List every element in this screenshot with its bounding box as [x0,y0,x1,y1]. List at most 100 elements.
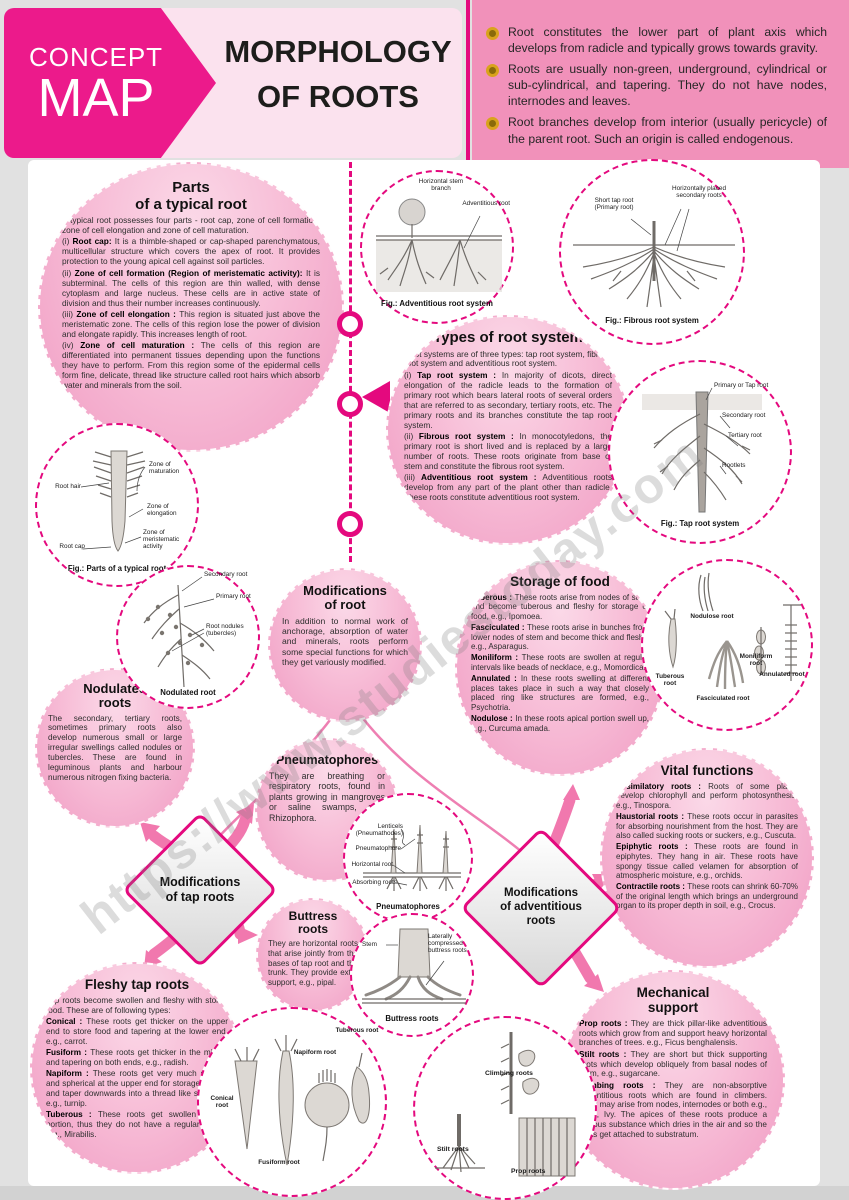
figure-label: Laterally compressed buttress roots [428,933,467,955]
bubble-modifications-of-root: Modifications of root In addition to nor… [268,568,422,722]
figure-label: Fasciculated root [696,695,750,702]
bubble-title: Storage of food [510,574,610,589]
bubble-types-of-root-system: Types of root system Root systems are of… [386,315,630,545]
text-paragraph: Napiform : These roots get very much swo… [46,1069,228,1108]
bubble-title: Mechanical support [636,985,710,1015]
figure-label: Absorbing roots [352,879,397,886]
text-paragraph: Nodulose : In these roots apical portion… [471,713,649,733]
text-paragraph: Tuberous : These roots get swollen in an… [46,1110,229,1139]
text-paragraph: Contractile roots : These roots can shri… [616,882,798,911]
figure-caption: Fig.: Adventitious root system [381,299,493,308]
figure-label: Short tap root (Primary root) [594,197,634,212]
text-paragraph: Fasciculated : These roots arise in bunc… [471,623,649,652]
center-dashed-line [349,162,352,562]
text-paragraph: (iv) Zone of cell maturation : The cells… [62,340,320,391]
figure-label: Napiform root [293,1049,337,1056]
figure-label: Root cap [59,543,85,550]
figure-caption: Fig.: Fibrous root system [605,316,699,325]
bubble-title: Pneumatophores [275,753,379,767]
bullet-text: Roots are usually non-green, underground… [508,62,827,109]
figure-label: Zone of maturation [149,461,180,476]
bullet-icon [486,64,499,78]
intro-bullet: Root branches develop from interior (usu… [486,114,827,146]
page-title: MORPHOLOGY OF ROOTS [224,34,452,114]
diamond-label: Modifications of adventitious roots [500,887,582,927]
root-sketch [143,576,215,688]
root-sketch [362,928,466,1004]
figure-label: Tertiary root [728,432,762,439]
text-paragraph: Fusiform : These roots get thicker in th… [46,1048,228,1067]
text-paragraph: (iii) Zone of cell elongation : This reg… [62,309,320,339]
figure-label: Rootlets [722,462,746,469]
bubble-body: The secondary, tertiary roots, sometimes… [48,713,182,782]
figure-caption: Nodulated root [160,688,216,697]
bullet-text: Root branches develop from interior (usu… [508,115,827,146]
root-sketch [80,450,146,552]
figure-label: Horizontally placed secondary roots [672,185,726,200]
connector-node [337,311,363,337]
text-paragraph: Stilt roots : They are short but thick s… [579,1049,767,1079]
text-paragraph: A typical root possesses four parts - ro… [62,215,320,235]
root-sketch [234,1035,370,1166]
bubble-title: Buttress roots [288,909,338,937]
root-sketch [642,387,762,513]
bullet-icon [486,27,499,40]
figure-caption: Buttress roots [385,1014,439,1023]
text-paragraph: (ii) Fibrous root system : In monocotyle… [404,431,612,471]
text-paragraph: Tuberous : These roots arise from nodes … [471,592,649,622]
bubble-storage-of-food: Storage of food Tuberous : These roots a… [455,560,665,776]
root-sketch [435,1032,576,1177]
text-paragraph: Epiphytic roots : These roots are found … [616,842,798,881]
figure-label: Zone of elongation [147,503,177,518]
text-paragraph: Conical : These roots get thicker on the… [46,1017,228,1046]
intro-bullet: Roots are usually non-green, underground… [486,61,827,109]
figure-label: Primary root [216,593,251,600]
bubble-mechanical-support: Mechanical support Prop roots : They are… [561,970,785,1190]
figure-label: Nodulose root [690,613,734,620]
text-paragraph: (ii) Zone of cell formation (Region of m… [62,267,320,308]
text-paragraph: Root systems are of three types: tap roo… [404,348,612,369]
diamond-label: Modifications of tap roots [159,875,241,904]
text-paragraph: (i) Tap root system : In majority of dic… [404,369,613,430]
figure-fibrous-root-system: Short tap root (Primary root) Horizontall… [559,159,745,345]
bubble-title: Nodulated roots [83,681,147,711]
figure-label: Stem [362,941,377,948]
bubble-title: Modifications of root [303,583,387,613]
banner-line1: CONCEPT [28,41,164,72]
figure-label: Climbing roots [485,1070,533,1077]
figure-label: Horizontal root [351,861,393,868]
root-sketch [664,572,801,690]
bubble-title: Types of root system [433,329,583,346]
bubble-title: Vital functions [660,763,754,778]
figure-label: Moniliform root [739,653,773,668]
connector-node [337,511,363,537]
bubble-vital-functions: Vital functions Assimilatory roots : Roo… [600,748,814,968]
intro-bullet: Root constitutes the lower part of plant… [486,24,827,56]
root-sketch [376,198,502,292]
text-paragraph: Annulated : In these roots swelling at d… [471,674,650,712]
text-paragraph: Moniliform : These roots are swollen at … [471,653,649,672]
figure-label: Stilt roots [437,1146,469,1153]
header-divider [466,0,470,162]
text-paragraph: Climbing roots : They are non-absorptive… [579,1080,767,1139]
intro-panel: Root constitutes the lower part of plant… [472,0,849,168]
figure-label: Conical root [210,1095,234,1110]
text-paragraph: Tap roots become swollen and fleshy with… [46,995,228,1015]
figure-label: Annulated root [759,671,805,678]
figure-label: Horizontal stem branch [418,178,464,193]
figure-caption: Fig.: Tap root system [660,519,740,528]
text-paragraph: Haustorial roots : These roots occur in … [616,812,798,841]
bubble-buttress-roots: Buttress roots They are horizontal roots… [256,898,370,1012]
figure-label: Root nodules (tubercles) [206,623,244,638]
figure-label: Lenticels (Pneumathodes) [355,823,403,838]
figure-label: Fusiform root [258,1159,300,1166]
text-paragraph: (i) Root cap: It is a thimble-shaped or … [62,236,320,267]
